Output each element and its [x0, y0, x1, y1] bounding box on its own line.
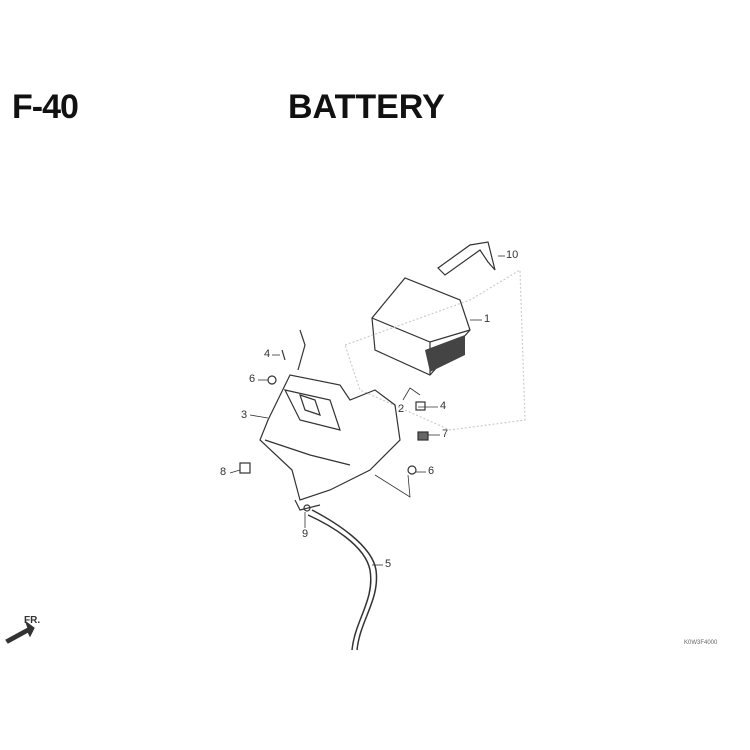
callout-3: 3	[241, 409, 248, 421]
figure-code: F-40	[12, 88, 79, 126]
page-title: BATTERY	[288, 88, 445, 126]
hose	[307, 509, 378, 651]
callout-4: 4	[264, 348, 271, 360]
callout-8: 8	[220, 466, 227, 478]
callout-6: 6	[428, 465, 435, 477]
callout-2: 2	[398, 403, 405, 415]
small-parts	[239, 349, 429, 512]
leader-lines	[229, 255, 505, 566]
callout-9: 9	[302, 528, 309, 540]
callout-4: 4	[440, 400, 447, 412]
callout-1: 1	[484, 313, 491, 325]
ghost-outline	[344, 268, 526, 431]
battery	[371, 277, 471, 376]
front-direction-label: FR.	[24, 615, 41, 626]
reference-code: K0W3F4000	[684, 640, 718, 646]
callout-10: 10	[506, 249, 519, 261]
callout-5: 5	[385, 558, 392, 570]
battery-case	[259, 329, 401, 511]
callout-6: 6	[249, 373, 256, 385]
callout-7: 7	[442, 428, 449, 440]
fr-arrow-icon	[5, 620, 35, 644]
battery-holder-strap	[437, 241, 496, 276]
